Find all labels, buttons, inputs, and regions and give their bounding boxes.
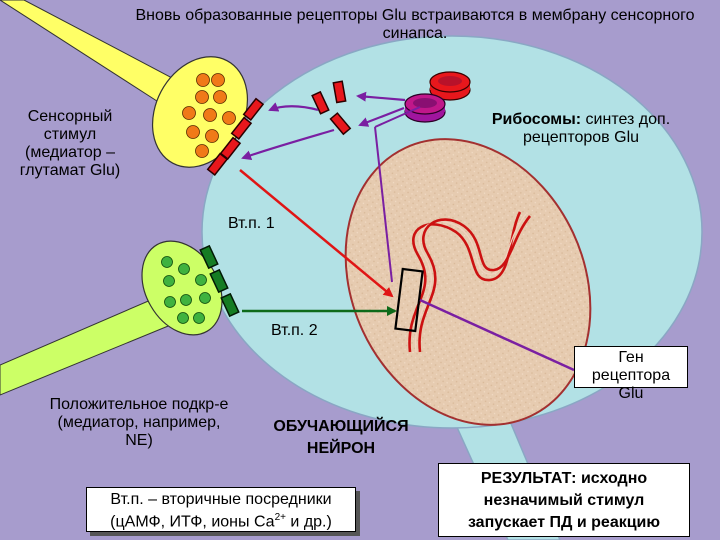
ne-vesicles: [161, 256, 211, 324]
gene-box: [394, 267, 424, 333]
gene-to-ribosome-line: [374, 126, 393, 283]
messengers-note: Вт.п. – вторичные посредники (цАМФ, ИТФ,…: [86, 487, 356, 532]
messenger1-arrow: [239, 169, 394, 298]
modulatory-receptors: [199, 244, 240, 318]
transcription-path-line: [374, 106, 421, 128]
synthesis-arrows: [241, 91, 406, 160]
ribosomes-label: Рибосомы: синтез доп. рецепторов Glu: [466, 111, 696, 147]
modulatory-axon: [0, 295, 179, 396]
gene-pointer-line: [419, 298, 575, 372]
gene-label: Ген рецептора Glu: [574, 346, 688, 402]
positive-reinforcement-label: Положительное подкр-е (медиатор, наприме…: [49, 396, 229, 449]
result-box: РЕЗУЛЬТАТ: исходно незначимый стимул зап…: [438, 463, 690, 537]
new-glu-receptors: [311, 80, 352, 136]
dna-strand: [408, 211, 522, 353]
ribosomes-label-text: синтез доп. рецепторов Glu: [522, 111, 671, 146]
messenger1-label: Вт.п. 1: [228, 215, 275, 232]
glutamate-vesicles: [182, 73, 236, 158]
diagram-title: Вновь образованные рецепторы Glu встраив…: [135, 7, 695, 42]
sensory-stimulus-label: Сенсорный стимул (медиатор – глутамат Gl…: [19, 108, 121, 179]
glu-receptors-membrane: [206, 97, 265, 177]
note-line1: Вт.п. – вторичные посредники: [110, 491, 332, 508]
ribosomes-label-bold: Рибосомы:: [491, 111, 582, 128]
nucleus: [344, 138, 592, 426]
messenger2-label: Вт.п. 2: [271, 322, 318, 339]
ribosomes: [404, 71, 471, 123]
learning-neuron-label: ОБУЧАЮЩИЙСЯ НЕЙРОН: [273, 418, 409, 457]
note-line2: (цАМФ, ИТФ, ионы Са2+ и др.): [110, 512, 332, 531]
